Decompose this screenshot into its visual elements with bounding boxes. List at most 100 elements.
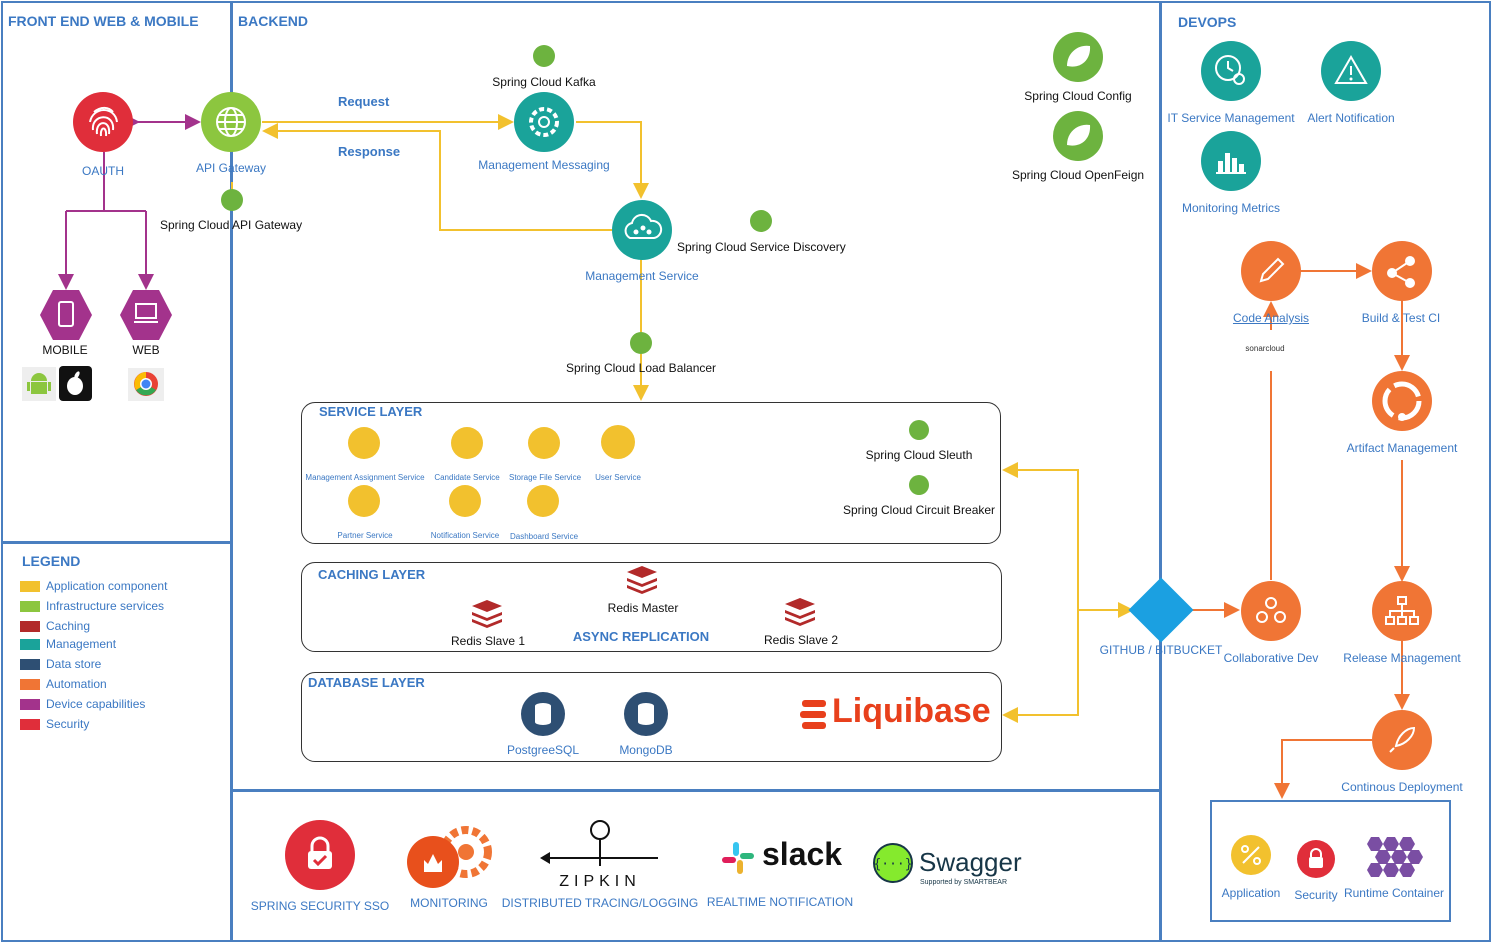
- hierarchy-icon[interactable]: [1372, 581, 1432, 641]
- spring-cloud-kafka-label: Spring Cloud Kafka: [492, 75, 596, 89]
- service-discovery-label: Spring Cloud Service Discovery: [677, 240, 846, 254]
- service-label: Notification Service: [430, 531, 500, 540]
- code-analysis-label[interactable]: Code Analysis: [1232, 311, 1310, 325]
- legend-header: LEGEND: [22, 553, 81, 569]
- artifact-label: Artifact Management: [1346, 441, 1458, 455]
- lock-icon: [1297, 840, 1335, 878]
- spring-leaf-icon: [909, 475, 929, 495]
- spring-cloud-openfeign-label: Spring Cloud OpenFeign: [1011, 168, 1145, 182]
- spring-leaf-icon: [630, 332, 652, 354]
- it-service-icon[interactable]: [1201, 41, 1261, 101]
- deployment-label: Continous Deployment: [1341, 780, 1463, 794]
- rocket-icon[interactable]: [1372, 710, 1432, 770]
- tracing-label: DISTRIBUTED TRACING/LOGGING: [501, 896, 699, 910]
- request-label: Request: [338, 94, 390, 109]
- cloud-service-icon[interactable]: [612, 200, 672, 260]
- legend-item: Caching: [20, 619, 90, 633]
- mobile-label: MOBILE: [42, 343, 88, 357]
- swagger-subtitle: Supported by SMARTBEAR: [920, 879, 1008, 886]
- postgres-label: PostgreeSQL: [506, 743, 580, 757]
- swagger-icon: {···}: [873, 843, 913, 883]
- service-label: Management Assignment Service: [305, 473, 425, 482]
- service-layer: [301, 402, 1001, 544]
- frontend-header: FRONT END WEB & MOBILE: [8, 13, 199, 29]
- legend-item: Security: [20, 717, 89, 731]
- database-icon: [624, 692, 668, 736]
- svg-text:{···}: {···}: [873, 857, 912, 872]
- service-icon[interactable]: [528, 427, 560, 459]
- spring-leaf-icon: [1053, 111, 1103, 161]
- liquibase-wordmark: Liquibase: [832, 692, 991, 730]
- box-security-label: Security: [1294, 888, 1338, 902]
- service-label: Storage File Service: [508, 473, 582, 482]
- legend-item: Infrastructure services: [20, 599, 164, 613]
- pencil-icon[interactable]: [1241, 241, 1301, 301]
- apple-icon: [59, 366, 92, 401]
- github-label: GITHUB / BITBUCKET: [1099, 643, 1223, 657]
- fingerprint-icon: [73, 92, 133, 152]
- oauth-label: OAUTH: [82, 164, 124, 178]
- service-label: Candidate Service: [434, 473, 500, 482]
- redis-slave1-label: Redis Slave 1: [450, 634, 526, 648]
- sonarcloud-logo: sonarcloud: [1245, 344, 1285, 353]
- legend-item: Device capabilities: [20, 697, 145, 711]
- management-service-label: Management Service: [585, 269, 699, 283]
- web-label: WEB: [132, 343, 160, 357]
- service-icon[interactable]: [348, 485, 380, 517]
- security-sso-label: SPRING SECURITY SSO: [250, 899, 390, 913]
- spring-cloud-api-gateway-label: Spring Cloud API Gateway: [160, 218, 303, 232]
- legend-item: Data store: [20, 657, 101, 671]
- redis-slave2-label: Redis Slave 2: [763, 633, 839, 647]
- service-layer-title: SERVICE LAYER: [319, 404, 423, 419]
- artifact-icon[interactable]: [1372, 371, 1432, 431]
- spring-leaf-icon: [909, 420, 929, 440]
- chrome-icon: [128, 368, 164, 401]
- box-runtime-label: Runtime Container: [1343, 886, 1445, 900]
- service-icon[interactable]: [601, 425, 635, 459]
- share-icon[interactable]: [1372, 241, 1432, 301]
- api-gateway-icon[interactable]: [201, 92, 261, 152]
- metrics-icon[interactable]: [1201, 131, 1261, 191]
- box-application-label: Application: [1221, 886, 1281, 900]
- slack-wordmark: slack: [762, 836, 843, 872]
- android-icon: [22, 367, 56, 401]
- sleuth-label: Spring Cloud Sleuth: [865, 448, 973, 462]
- release-label: Release Management: [1343, 651, 1461, 665]
- metrics-label: Monitoring Metrics: [1181, 201, 1281, 215]
- service-label: Dashboard Service: [509, 532, 579, 541]
- spring-leaf-icon: [1053, 32, 1103, 82]
- spring-leaf-icon: [221, 189, 243, 211]
- application-icon: [1231, 835, 1271, 875]
- management-messaging-label: Management Messaging: [478, 158, 610, 172]
- legend-item: Management: [20, 637, 116, 651]
- monitoring-label: MONITORING: [410, 896, 488, 910]
- service-icon[interactable]: [348, 427, 380, 459]
- service-icon[interactable]: [451, 427, 483, 459]
- service-label: User Service: [595, 473, 641, 482]
- legend-item: Application component: [20, 579, 167, 593]
- api-gateway-label: API Gateway: [195, 161, 267, 175]
- redis-master-label: Redis Master: [607, 601, 679, 615]
- database-icon: [521, 692, 565, 736]
- notification-label: REALTIME NOTIFICATION: [706, 895, 854, 909]
- response-label: Response: [338, 144, 401, 159]
- database-layer-title: DATABASE LAYER: [308, 675, 425, 690]
- caching-layer-title: CACHING LAYER: [318, 567, 426, 582]
- legend-item: Automation: [20, 677, 107, 691]
- spring-cloud-config-label: Spring Cloud Config: [1024, 89, 1132, 103]
- devops-header: DEVOPS: [1178, 14, 1237, 30]
- alert-icon[interactable]: [1321, 41, 1381, 101]
- lock-icon: [285, 820, 355, 890]
- async-replication-label: ASYNC REPLICATION: [572, 629, 710, 644]
- zipkin-wordmark: ZIPKIN: [559, 873, 641, 890]
- service-icon[interactable]: [449, 485, 481, 517]
- service-label: Partner Service: [337, 531, 393, 540]
- swagger-wordmark: Swagger: [919, 847, 1022, 877]
- mongo-label: MongoDB: [619, 743, 673, 757]
- gear-icon[interactable]: [514, 92, 574, 152]
- spring-leaf-icon: [533, 45, 555, 67]
- team-icon[interactable]: [1241, 581, 1301, 641]
- build-test-label: Build & Test CI: [1361, 311, 1441, 325]
- service-icon[interactable]: [527, 485, 559, 517]
- collab-label: Collaborative Dev: [1223, 651, 1319, 665]
